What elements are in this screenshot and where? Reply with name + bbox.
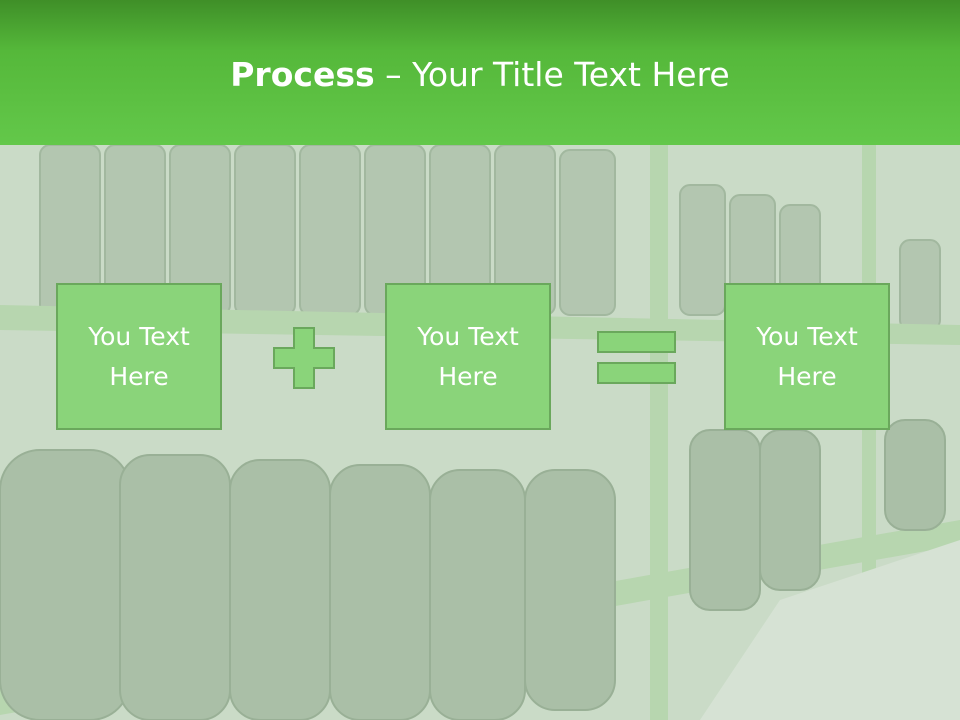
- process-box-2-text: You Text Here: [417, 321, 519, 391]
- process-box-2[interactable]: You Text Here: [385, 283, 551, 430]
- process-box-3[interactable]: You Text Here: [724, 283, 890, 430]
- process-box-1-text: You Text Here: [88, 321, 190, 391]
- plus-icon: [273, 327, 335, 389]
- title-rest-part: – Your Title Text Here: [374, 55, 730, 94]
- slide-title: Process – Your Title Text Here: [0, 54, 960, 96]
- process-box-3-text: You Text Here: [756, 321, 858, 391]
- process-box-1[interactable]: You Text Here: [56, 283, 222, 430]
- title-bold-part: Process: [230, 55, 375, 94]
- equals-icon: [597, 331, 676, 384]
- title-bar: [0, 0, 960, 145]
